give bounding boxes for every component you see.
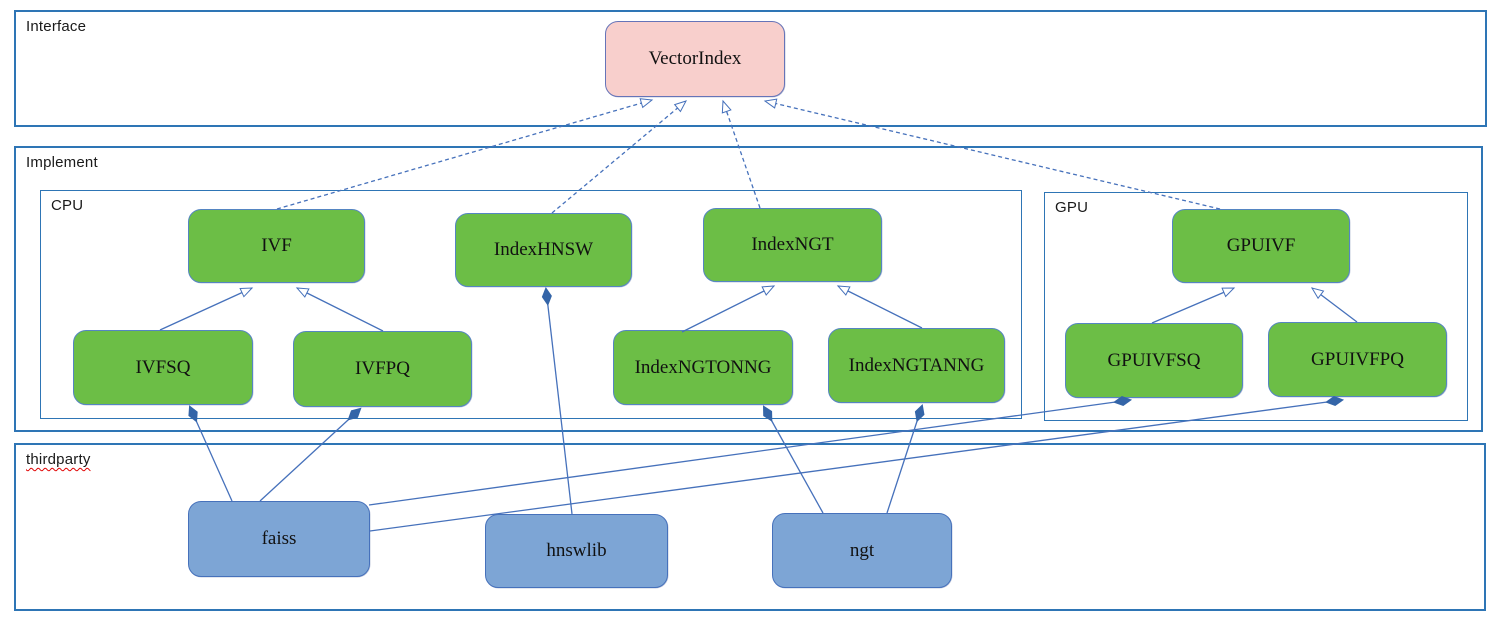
implement-section-label: Implement: [26, 154, 98, 171]
node-label: GPUIVF: [1226, 235, 1296, 256]
node-label: hnswlib: [546, 540, 607, 561]
node-gpuivf: GPUIVF: [1172, 209, 1350, 283]
node-hnswlib: hnswlib: [485, 514, 668, 588]
thirdparty-section-label: thirdparty: [26, 451, 91, 468]
node-ivfsq: IVFSQ: [73, 330, 253, 405]
node-ivf: IVF: [188, 209, 365, 283]
node-indexngtonng: IndexNGTONNG: [613, 330, 793, 405]
node-label: IndexNGTANNG: [848, 354, 985, 376]
node-faiss: faiss: [188, 501, 370, 577]
node-label: ngt: [849, 539, 875, 561]
node-label: IndexNGTONNG: [634, 356, 772, 378]
node-ngt: ngt: [772, 513, 952, 588]
node-indexngtanng: IndexNGTANNG: [828, 328, 1005, 403]
node-label: IVFSQ: [135, 356, 191, 378]
node-label: GPUIVFSQ: [1107, 349, 1201, 371]
node-indexngt: IndexNGT: [703, 208, 882, 282]
node-label: faiss: [261, 528, 297, 549]
node-label: VectorIndex: [648, 48, 742, 69]
node-gpuivfsq: GPUIVFSQ: [1065, 323, 1243, 398]
node-label: GPUIVFPQ: [1311, 348, 1404, 370]
node-label: IVF: [261, 235, 292, 256]
node-gpuivfpq: GPUIVFPQ: [1268, 322, 1447, 397]
node-indexhnsw: IndexHNSW: [455, 213, 632, 287]
node-ivfpq: IVFPQ: [293, 331, 472, 407]
node-label: IndexHNSW: [493, 239, 594, 260]
node-vectorindex: VectorIndex: [605, 21, 785, 97]
node-label: IndexNGT: [751, 234, 834, 255]
interface-section-label: Interface: [26, 18, 87, 35]
cpu-section-label: CPU: [51, 197, 84, 214]
gpu-section-label: GPU: [1055, 199, 1089, 216]
node-label: IVFPQ: [355, 358, 410, 379]
